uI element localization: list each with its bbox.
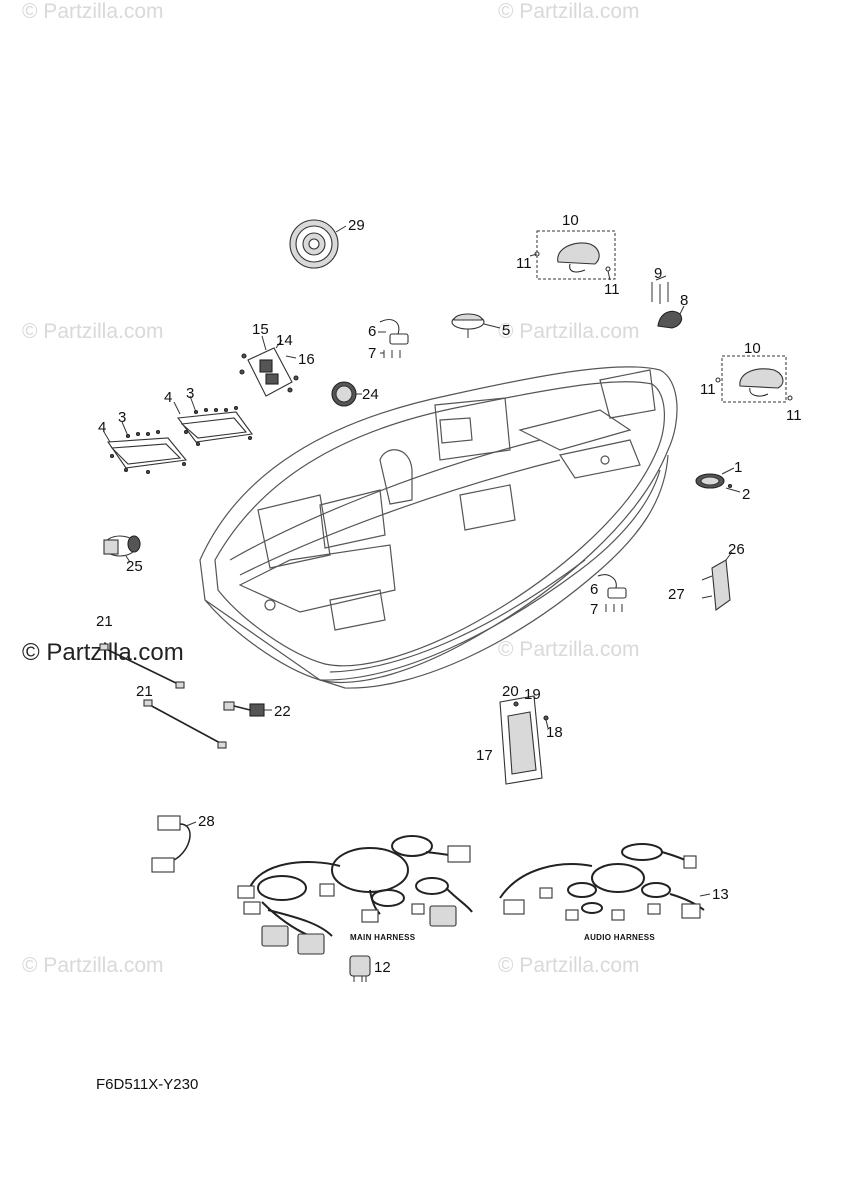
callout-8: 8 — [680, 292, 688, 309]
callout-11: 11 — [786, 407, 802, 424]
callout-28: 28 — [198, 813, 215, 830]
watermark-text: © Partzilla.com — [498, 0, 640, 23]
audio-harness — [499, 843, 711, 921]
part-3-tray-left — [103, 421, 188, 475]
callout-11: 11 — [700, 381, 716, 398]
callout-1: 1 — [734, 459, 742, 476]
part-26-panel — [701, 551, 733, 612]
callout-17: 17 — [476, 747, 493, 764]
watermark-text: © Partzilla.com — [22, 0, 164, 23]
audio-harness-label: AUDIO HARNESS — [584, 933, 655, 942]
callout-20: 20 — [502, 683, 519, 700]
part-6-light-lower — [597, 574, 627, 612]
callout-15: 15 — [252, 321, 269, 338]
callout-3: 3 — [118, 409, 126, 426]
callout-18: 18 — [546, 724, 563, 741]
callout-21: 21 — [136, 683, 153, 700]
callout-21: 21 — [96, 613, 113, 630]
part-5-dome — [451, 313, 501, 338]
main-harness-label: MAIN HARNESS — [350, 933, 416, 942]
watermark-text: © Partzilla.com — [498, 320, 640, 343]
part-28-adapter — [151, 815, 197, 873]
callout-9: 9 — [654, 265, 662, 282]
main-harness — [237, 835, 473, 955]
watermark-text: © Partzilla.com — [22, 320, 164, 343]
part-1-speaker — [695, 467, 741, 493]
callout-10: 10 — [562, 212, 579, 229]
callout-19: 19 — [524, 686, 541, 703]
part-12-relay — [349, 955, 371, 982]
callout-7: 7 — [590, 601, 598, 618]
watermark-text: © Partzilla.com — [498, 638, 640, 661]
callout-7: 7 — [368, 345, 376, 362]
boat-hull — [199, 366, 678, 689]
part-6-light-upper — [378, 319, 409, 358]
callout-13: 13 — [712, 886, 729, 903]
callout-26: 26 — [728, 541, 745, 558]
part-21-cables — [99, 643, 227, 749]
callout-25: 25 — [126, 558, 143, 575]
callout-12: 12 — [374, 959, 391, 976]
part-14-switch-panel — [239, 335, 299, 397]
part-17-module — [499, 695, 549, 785]
part-29-gauge — [289, 219, 347, 269]
callout-4: 4 — [164, 389, 172, 406]
callout-10: 10 — [744, 340, 761, 357]
diagram-code: F6D511X-Y230 — [96, 1076, 198, 1093]
part-3-tray-right — [173, 395, 253, 447]
callout-29: 29 — [348, 217, 365, 234]
callout-16: 16 — [298, 351, 315, 368]
callout-4: 4 — [98, 419, 106, 436]
callout-11: 11 — [604, 281, 620, 298]
watermark-text: © Partzilla.com — [498, 954, 640, 977]
callout-11: 11 — [516, 255, 532, 272]
callout-6: 6 — [368, 323, 376, 340]
part-9-screws — [651, 275, 669, 304]
callout-27: 27 — [668, 586, 685, 603]
callout-14: 14 — [276, 332, 293, 349]
part-10-light-lower — [715, 355, 793, 403]
callout-22: 22 — [274, 703, 291, 720]
part-10-light-upper — [529, 230, 616, 281]
part-8-cover — [657, 305, 685, 329]
watermark-layer: © Partzilla.com © Partzilla.com © Partzi… — [22, 0, 640, 977]
callout-3: 3 — [186, 385, 194, 402]
callout-24: 24 — [362, 386, 379, 403]
callout-5: 5 — [502, 322, 510, 339]
part-22-sensor — [223, 701, 272, 717]
watermark-text: © Partzilla.com — [22, 954, 164, 977]
part-25-outlet — [103, 535, 141, 563]
watermark-primary: © Partzilla.com — [22, 639, 184, 666]
part-24-gauge — [331, 381, 362, 407]
callout-2: 2 — [742, 486, 750, 503]
callout-6: 6 — [590, 581, 598, 598]
